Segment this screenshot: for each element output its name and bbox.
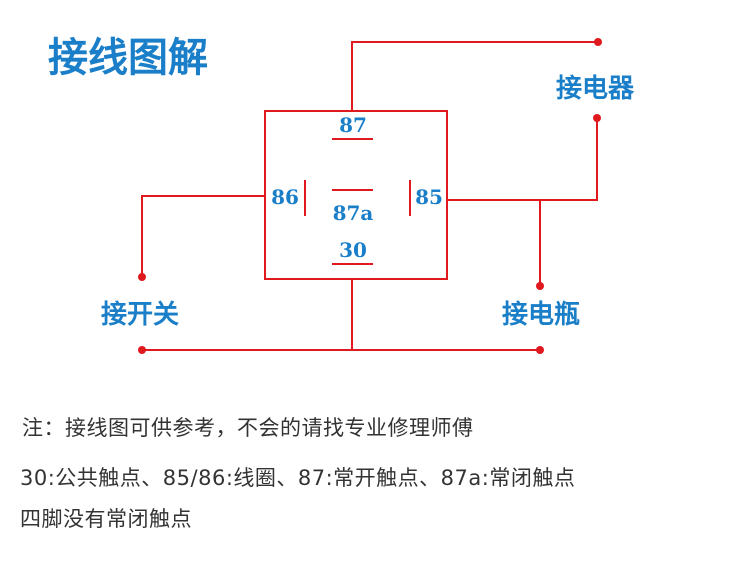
pin-87-label: 87 xyxy=(339,113,367,137)
terminal-appliance-top xyxy=(594,38,602,46)
terminal-bus-left xyxy=(138,346,146,354)
note-four-pin: 四脚没有常闭触点 xyxy=(20,507,192,531)
wire-85-appliance xyxy=(447,118,598,201)
terminal-appliance-bottom xyxy=(593,114,601,122)
wire-86-switch xyxy=(141,195,265,276)
page-title: 接线图解 xyxy=(48,35,208,81)
note-disclaimer: 注：接线图可供参考，不会的请找专业修理师傅 xyxy=(22,416,474,440)
pin-30-label: 30 xyxy=(339,238,367,262)
relay-wiring-diagram: 87 86 87a 85 30 接电器 接开关 接电瓶 xyxy=(101,38,635,354)
pin-85-label: 85 xyxy=(415,185,443,209)
pin-87a-label: 87a xyxy=(333,201,374,225)
appliance-label: 接电器 xyxy=(556,74,635,104)
battery-label: 接电瓶 xyxy=(502,300,580,330)
terminal-bus-right xyxy=(536,346,544,354)
wire-87-appliance xyxy=(351,41,598,111)
switch-label: 接开关 xyxy=(101,300,179,330)
pin-86-label: 86 xyxy=(271,185,299,209)
terminal-battery xyxy=(536,282,544,290)
note-pin-legend: 30:公共触点、85/86:线圈、87:常开触点、87a:常闭触点 xyxy=(20,466,576,490)
terminal-switch xyxy=(138,273,146,281)
